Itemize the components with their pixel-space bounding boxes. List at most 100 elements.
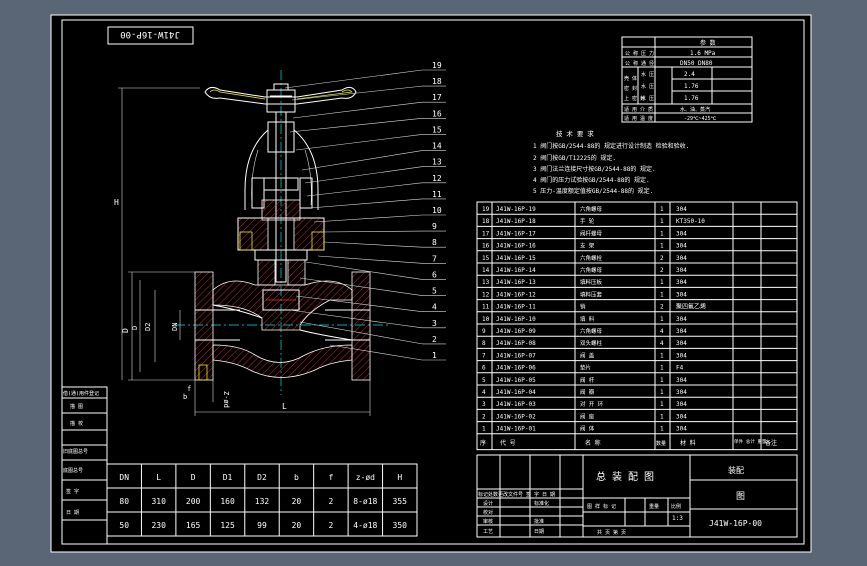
balloon-number: 4 [432, 303, 437, 312]
part-no: 10 [482, 316, 490, 323]
spec-sub-shell: 水 压 [641, 71, 654, 78]
dims-cell: 2 [328, 521, 333, 530]
balloon-leader [289, 309, 423, 329]
part-no: 7 [482, 352, 486, 359]
drawing-no-box: J41W-16P-00 [107, 26, 194, 45]
dims-cell: 132 [255, 497, 270, 506]
dims-cell: 50 [119, 521, 129, 530]
balloon-number: 5 [432, 287, 437, 296]
dims-cell: 20 [292, 497, 302, 506]
balloon-leader [317, 255, 423, 264]
balloon-leader [313, 214, 423, 223]
part-no: 1 [482, 426, 486, 433]
spec-value-seal: 1.76 [684, 83, 699, 90]
part-code: J41W-16P-10 [496, 316, 536, 323]
part-code: J41W-16P-14 [496, 267, 536, 274]
part-qty: 1 [660, 365, 664, 372]
dims-cell: 200 [186, 497, 201, 506]
dim-L: L [282, 402, 287, 411]
part-material: 304 [676, 279, 687, 286]
balloon-number: 13 [432, 158, 442, 167]
part-code: J41W-16P-15 [496, 255, 536, 262]
part-qty: 2 [660, 255, 664, 262]
tech-req-2: 2 阀门按GB/T12225的 规定. [533, 154, 616, 162]
part-material: 304 [676, 401, 687, 408]
part-qty: 1 [660, 413, 664, 420]
part-no: 16 [482, 243, 490, 250]
left-record-strip: 借(通)用件登记 描 图 描 校 旧底图总号 底图总号 签 字 日 期 [61, 386, 108, 545]
part-qty: 1 [660, 230, 664, 237]
part-material: 304 [676, 340, 687, 347]
part-qty: 1 [660, 243, 664, 250]
part-material: 304 [676, 243, 687, 250]
spec-label-dn: 公 称 通 径 [625, 60, 654, 67]
part-name: 阀 体 [580, 425, 595, 433]
balloon-leader [323, 241, 423, 248]
part-material: 304 [676, 426, 687, 433]
part-no: 19 [482, 206, 490, 213]
spec-label-pn: 公 称 压 力 [625, 50, 654, 57]
balloon-leader [309, 198, 423, 209]
dims-cell: 99 [257, 521, 267, 530]
part-code: J41W-16P-02 [496, 413, 536, 420]
part-code: J41W-16P-06 [496, 365, 536, 372]
dim-f: f [187, 385, 191, 393]
part-no: 3 [482, 401, 486, 408]
rev-header: 标记处数更改文件号 签 字 日 期 [478, 491, 555, 498]
part-qty: 1 [660, 279, 664, 286]
spec-value-pn: 1.6 MPa [690, 50, 716, 57]
strip-sub-0: 描 图 [70, 403, 83, 410]
part-name: 阀 瓣 [580, 388, 595, 396]
part-name: 阀 座 [580, 412, 595, 420]
dim-D2: D2 [144, 323, 152, 331]
part-name: 填料压板 [580, 278, 603, 286]
stage-label: 图 样 标 记 [587, 503, 616, 510]
dims-cell: 355 [393, 497, 408, 506]
balloon-number: 9 [432, 222, 437, 231]
spec-value-medium: 水、油、蒸汽 [680, 106, 710, 113]
dims-header: D1 [223, 473, 233, 482]
balloon-number: 3 [432, 319, 437, 328]
balloon-number: 1 [432, 351, 437, 360]
part-name: 填料压套 [580, 290, 603, 298]
part-no: 15 [482, 255, 490, 262]
part-qty: 1 [660, 401, 664, 408]
spec-value-temp: -29℃~425℃ [684, 116, 717, 122]
dims-cell: 2 [328, 497, 333, 506]
part-qty: 1 [660, 389, 664, 396]
spec-value-shell: 2.4 [684, 71, 695, 78]
spec-label-seal: 密 封 [624, 85, 637, 92]
tech-req-4: 4 阀门的压力试验按GB/2544-88的 规定. [533, 176, 650, 184]
dim-zd: Z-ød [222, 391, 230, 408]
part-no: 8 [482, 340, 486, 347]
balloon-leader [321, 230, 423, 233]
balloon-leader [306, 182, 423, 197]
parts-header-qty: 数量 [656, 440, 666, 447]
part-qty: 1 [660, 352, 664, 359]
dim-H: H [114, 198, 119, 207]
balloon-number: 6 [432, 270, 437, 279]
dim-DN: DN [171, 323, 179, 331]
strip-sub-1: 描 校 [70, 420, 83, 427]
spec-sub-seal: 水 压 [641, 83, 654, 90]
title-block: 标记处数更改文件号 签 字 日 期 设计 校对 审核 工艺 标准化 批准 日期 … [476, 454, 798, 538]
part-name: 阀 盖 [580, 351, 595, 359]
dim-D1: D [131, 326, 139, 330]
spec-value-upseal: 1.76 [684, 95, 699, 102]
role-check: 校对 [483, 509, 493, 516]
dims-header: z-ød [356, 473, 375, 482]
balloon-number: 7 [432, 254, 437, 263]
parts-header-remark: 备注 [765, 439, 777, 447]
tech-req-1: 1 阀门按GB/2544-88的 规定进行设计制造 检验和验收. [533, 142, 689, 150]
part-code: J41W-16P-19 [496, 206, 536, 213]
part-material: 304 [676, 316, 687, 323]
balloon-number: 11 [432, 190, 442, 199]
balloon-number: 10 [432, 206, 442, 215]
role-design: 设计 [483, 500, 493, 507]
strip-item-0: 借(通)用件登记 [63, 390, 99, 397]
part-no: 13 [482, 279, 490, 286]
